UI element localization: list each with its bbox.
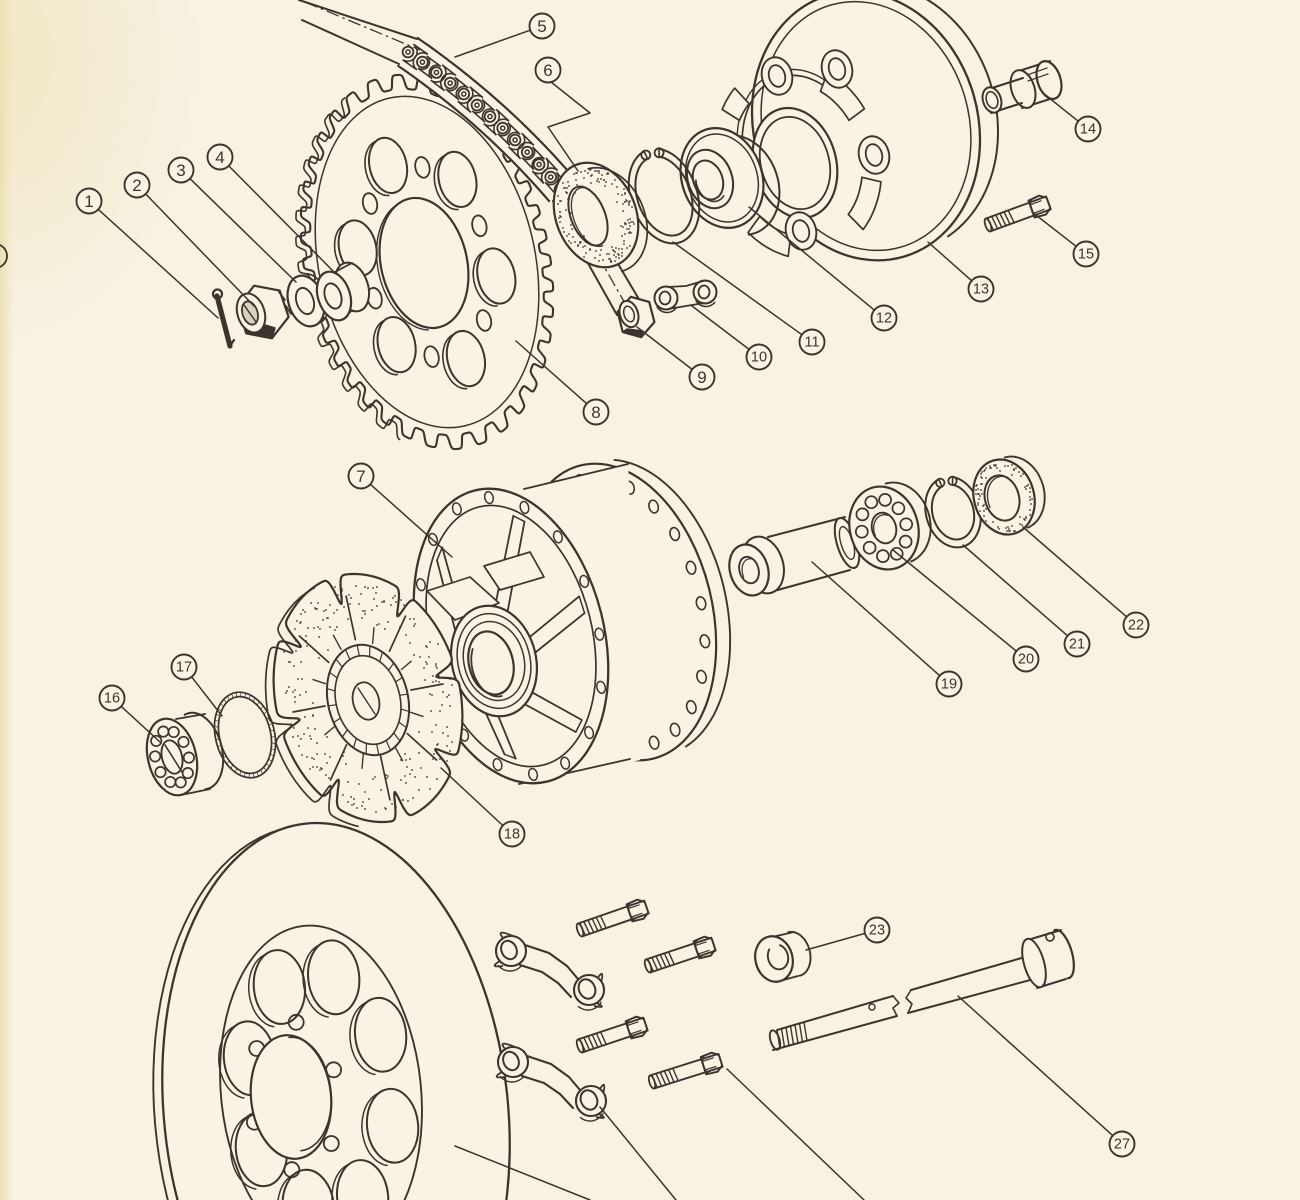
svg-text:23: 23 — [869, 923, 885, 939]
svg-text:21: 21 — [1069, 637, 1085, 653]
svg-text:6: 6 — [543, 61, 552, 80]
svg-text:1: 1 — [84, 192, 93, 211]
svg-text:18: 18 — [504, 827, 520, 843]
svg-text:11: 11 — [804, 335, 819, 351]
svg-text:5: 5 — [537, 17, 546, 36]
svg-text:20: 20 — [1018, 652, 1034, 668]
svg-text:12: 12 — [876, 311, 892, 327]
svg-text:9: 9 — [697, 368, 706, 387]
svg-text:13: 13 — [973, 282, 989, 298]
svg-text:17: 17 — [176, 660, 192, 676]
svg-text:3: 3 — [176, 161, 185, 180]
svg-text:16: 16 — [104, 691, 120, 707]
svg-text:22: 22 — [1128, 618, 1144, 634]
svg-text:8: 8 — [591, 403, 600, 422]
svg-text:19: 19 — [941, 677, 957, 693]
svg-text:27: 27 — [1114, 1137, 1130, 1153]
svg-text:7: 7 — [356, 467, 365, 486]
svg-text:15: 15 — [1078, 247, 1094, 263]
svg-text:14: 14 — [1080, 122, 1096, 138]
svg-text:10: 10 — [751, 350, 767, 366]
svg-text:4: 4 — [215, 148, 224, 167]
svg-text:2: 2 — [132, 176, 141, 195]
